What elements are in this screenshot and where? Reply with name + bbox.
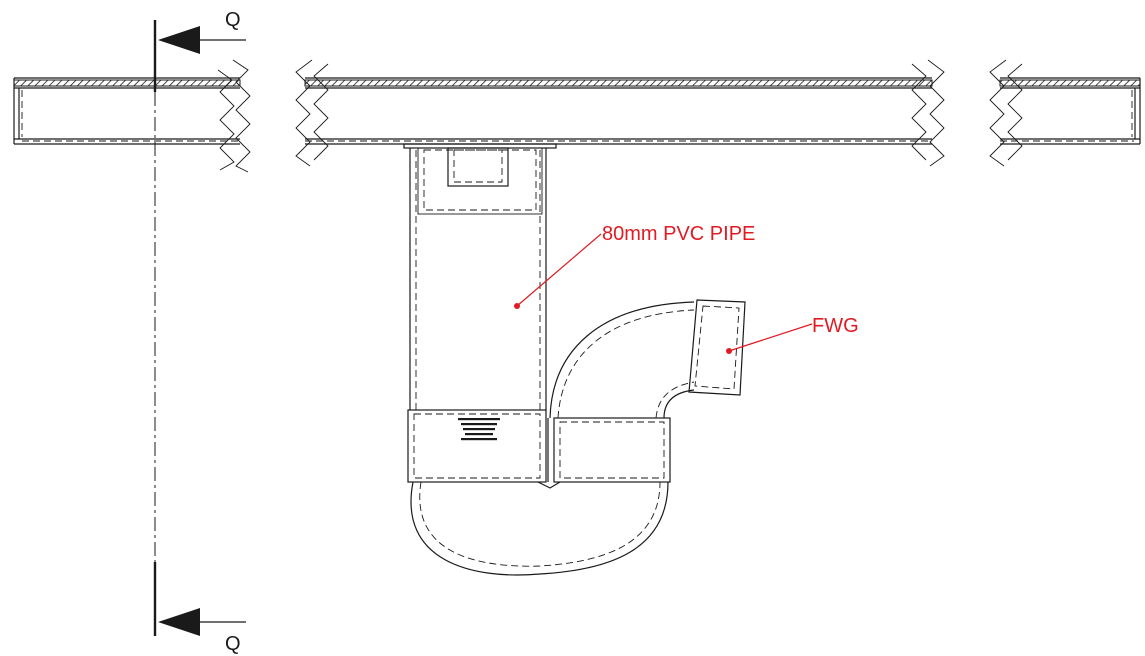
fwg-socket bbox=[688, 299, 746, 396]
section-arrow-bottom: Q bbox=[158, 608, 246, 655]
section-letter-top: Q bbox=[225, 9, 241, 31]
floor-waste-flange bbox=[403, 143, 557, 215]
slab-segment-middle bbox=[304, 77, 933, 145]
break-line-left-a bbox=[217, 59, 251, 173]
section-letter-bottom: Q bbox=[225, 633, 241, 655]
fwg-label-callout: FWG bbox=[726, 315, 859, 354]
section-arrow-top: Q bbox=[158, 9, 246, 54]
break-line-middle-right bbox=[911, 59, 945, 167]
slab-segment-left bbox=[13, 77, 241, 145]
pipe-elbow bbox=[549, 301, 695, 419]
pipe-coupling-left bbox=[407, 409, 547, 483]
p-trap-bend bbox=[410, 481, 669, 576]
slab-segment-right bbox=[999, 77, 1141, 145]
fwg-label: FWG bbox=[812, 315, 859, 337]
fwg-leader-line bbox=[728, 323, 813, 352]
pipe-coupling-right bbox=[547, 417, 671, 483]
pipe-label-callout: 80mm PVC PIPE bbox=[514, 223, 755, 309]
pipe-label: 80mm PVC PIPE bbox=[602, 223, 755, 245]
break-line-right bbox=[989, 59, 1023, 167]
manufacturer-stamp bbox=[458, 418, 500, 441]
pipe-leader-line bbox=[516, 233, 602, 307]
pvc-pipe-vertical bbox=[409, 148, 547, 410]
break-line-middle-left bbox=[295, 59, 329, 167]
